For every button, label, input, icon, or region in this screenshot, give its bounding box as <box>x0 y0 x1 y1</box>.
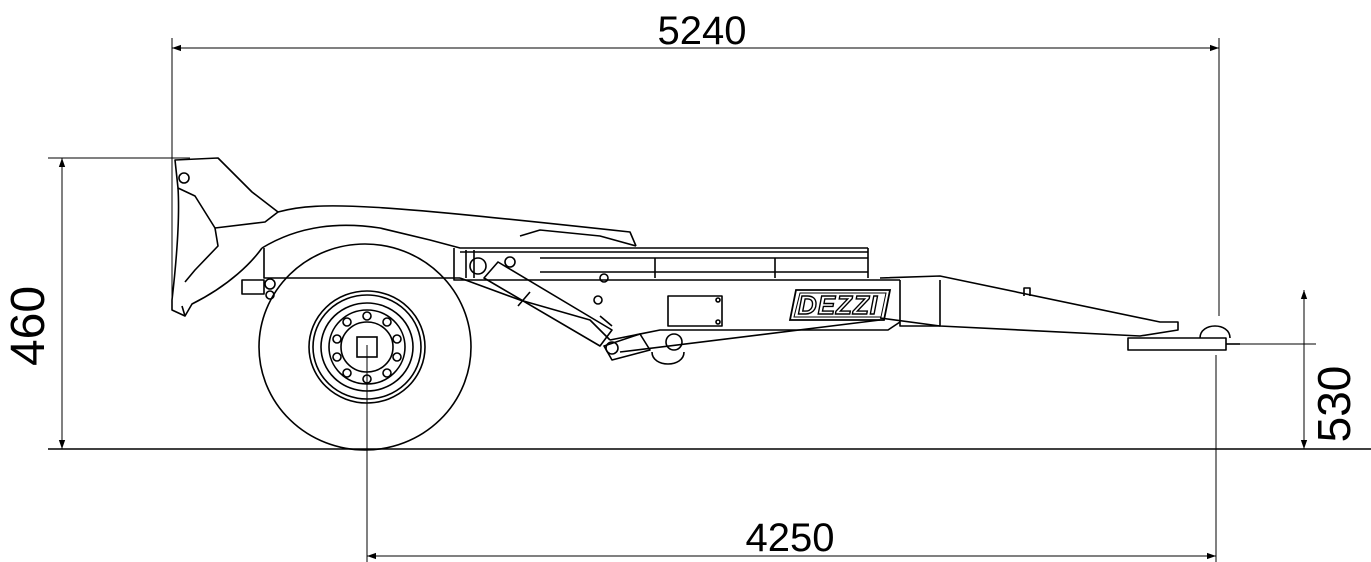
dezzi-logo: DEZZI <box>788 289 892 321</box>
logo-text: DEZZI <box>798 290 878 320</box>
dimension-wheelbase: 4250 <box>366 345 1217 562</box>
lug-nuts <box>332 311 402 384</box>
dimension-label-height-left: 460 <box>2 286 55 366</box>
trailer-frame <box>171 157 1240 365</box>
dimension-height-right: 530 <box>1232 290 1360 449</box>
dimension-label-overall-length: 5240 <box>658 9 747 53</box>
wheel <box>258 243 472 451</box>
dimension-label-wheelbase: 4250 <box>746 516 835 560</box>
dimension-overall-length: 5240 <box>171 9 1220 316</box>
dimension-label-height-right: 530 <box>1308 366 1360 443</box>
dimension-height-left: 460 <box>2 157 190 449</box>
